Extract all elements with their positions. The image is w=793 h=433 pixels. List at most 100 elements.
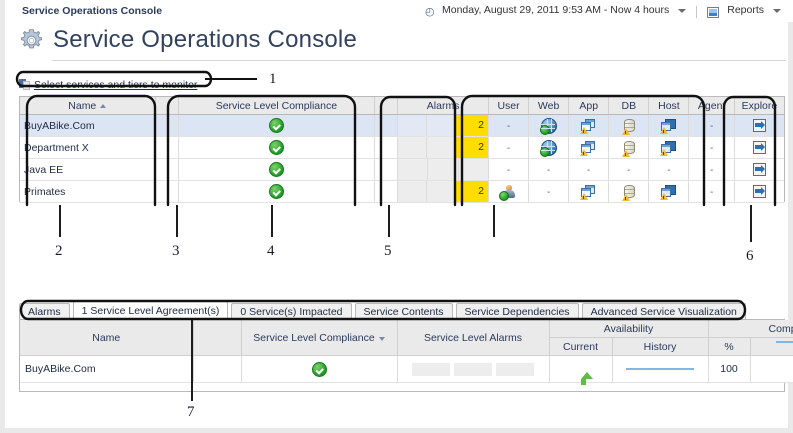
- host-icon[interactable]: [660, 119, 677, 134]
- col-header-name[interactable]: Name: [20, 97, 156, 115]
- alarm-cell[interactable]: [398, 181, 428, 202]
- col-header-web[interactable]: Web: [528, 97, 570, 115]
- cell-bottom-compliance[interactable]: [241, 355, 398, 383]
- alarm-cell[interactable]: [398, 159, 429, 180]
- cell-web[interactable]: [528, 114, 570, 137]
- tab-alarms[interactable]: Alarms: [19, 303, 70, 320]
- col-header-host[interactable]: Host: [648, 97, 690, 115]
- col-header-availability-history[interactable]: History: [612, 337, 709, 356]
- cell-bottom-service-name[interactable]: BuyABike.Com: [20, 355, 194, 383]
- tab-0-service-s-impacted[interactable]: 0 Service(s) Impacted: [231, 303, 352, 320]
- cell-db[interactable]: [608, 114, 650, 137]
- cell-db[interactable]: [608, 136, 650, 159]
- cell-web[interactable]: -: [528, 158, 570, 181]
- app-icon[interactable]: [580, 185, 596, 200]
- cell-user[interactable]: -: [488, 114, 530, 137]
- alarm-cell[interactable]: [458, 159, 488, 180]
- tab-advanced-service-visualization[interactable]: Advanced Service Visualization: [581, 303, 746, 320]
- host-icon[interactable]: [660, 141, 677, 156]
- cell-agent[interactable]: -: [688, 180, 735, 203]
- cell-user[interactable]: -: [488, 136, 530, 159]
- explore-icon[interactable]: [752, 163, 766, 176]
- cell-service-name[interactable]: Department X: [20, 136, 156, 159]
- cell-explore[interactable]: [734, 158, 784, 181]
- select-services-link[interactable]: Select services and tiers to monitor: [34, 79, 198, 91]
- col-header-user[interactable]: User: [488, 97, 530, 115]
- cell-app[interactable]: -: [568, 158, 610, 181]
- cell-agent[interactable]: -: [688, 136, 735, 159]
- globe-icon[interactable]: [539, 139, 557, 157]
- cell-explore[interactable]: [734, 180, 784, 203]
- sla-alarm-cell[interactable]: [454, 362, 492, 376]
- tab-service-contents[interactable]: Service Contents: [354, 303, 453, 320]
- alarm-cell[interactable]: [427, 181, 457, 202]
- alarm-cell[interactable]: [398, 115, 428, 136]
- table-row[interactable]: Primates 2 - -: [20, 180, 784, 203]
- timeframe-chevron-down-icon[interactable]: [678, 9, 687, 13]
- cell-explore[interactable]: [734, 136, 784, 159]
- cell-service-level-compliance[interactable]: [178, 136, 376, 159]
- reports-chevron-down-icon[interactable]: [773, 9, 781, 13]
- col-header-bottom-service-level-compliance[interactable]: Service Level Compliance: [241, 320, 398, 356]
- col-header-db[interactable]: DB: [608, 97, 650, 115]
- cell-service-level-compliance[interactable]: [178, 158, 376, 181]
- alarm-cell[interactable]: [427, 115, 457, 136]
- alarm-count-badge[interactable]: 2: [456, 115, 488, 136]
- user-icon[interactable]: [499, 184, 516, 201]
- reports-label[interactable]: Reports: [727, 4, 764, 16]
- col-header-app[interactable]: App: [568, 97, 610, 115]
- cell-app[interactable]: [568, 136, 610, 159]
- cell-web[interactable]: [528, 136, 570, 159]
- col-header-agent[interactable]: Agent: [688, 97, 735, 115]
- app-icon[interactable]: [580, 141, 596, 156]
- database-icon[interactable]: [621, 140, 635, 157]
- cell-service-name[interactable]: Java EE: [20, 158, 156, 181]
- col-header-availability-current[interactable]: Current: [549, 337, 613, 356]
- alarm-count-badge[interactable]: 2: [456, 137, 488, 158]
- cell-agent[interactable]: -: [688, 114, 735, 137]
- alarm-cell[interactable]: [398, 137, 428, 158]
- cell-explore[interactable]: [734, 114, 784, 137]
- cell-host[interactable]: [648, 180, 690, 203]
- cell-user[interactable]: -: [488, 158, 530, 181]
- globe-icon[interactable]: [539, 117, 557, 135]
- cell-web[interactable]: -: [528, 180, 570, 203]
- app-icon[interactable]: [580, 119, 596, 134]
- cell-service-level-compliance[interactable]: [178, 114, 376, 137]
- cell-availability-history[interactable]: [612, 355, 709, 383]
- cell-host[interactable]: [648, 114, 690, 137]
- cell-db[interactable]: -: [608, 158, 650, 181]
- cell-compliance-history[interactable]: [750, 355, 793, 383]
- cell-service-level-compliance[interactable]: [178, 180, 376, 203]
- col-header-service-level-compliance[interactable]: Service Level Compliance: [178, 97, 376, 115]
- database-icon[interactable]: [621, 118, 635, 135]
- table-row[interactable]: Java EE------: [20, 158, 784, 181]
- alarm-count-badge[interactable]: 2: [456, 181, 488, 202]
- cell-host[interactable]: [648, 136, 690, 159]
- cell-app[interactable]: [568, 180, 610, 203]
- explore-icon[interactable]: [752, 141, 766, 154]
- cell-db[interactable]: [608, 180, 650, 203]
- cell-availability-current[interactable]: [549, 355, 613, 385]
- cell-host[interactable]: -: [648, 158, 690, 181]
- explore-icon[interactable]: [752, 185, 766, 198]
- sla-alarm-cell[interactable]: [412, 362, 450, 376]
- col-header-compliance-percent[interactable]: %: [708, 337, 751, 356]
- cell-agent[interactable]: -: [688, 158, 735, 181]
- select-services-row[interactable]: Select services and tiers to monitor: [19, 78, 197, 92]
- col-header-alarms[interactable]: Alarms: [397, 97, 489, 115]
- tab-1-service-level-agreement-s[interactable]: 1 Service Level Agreement(s): [72, 301, 229, 320]
- database-icon[interactable]: [621, 184, 635, 201]
- explore-icon[interactable]: [752, 119, 766, 132]
- cell-user[interactable]: [488, 180, 530, 203]
- col-header-service-level-alarms[interactable]: Service Level Alarms: [397, 320, 550, 356]
- cell-app[interactable]: [568, 114, 610, 137]
- host-icon[interactable]: [660, 185, 677, 200]
- sla-alarm-cell[interactable]: [496, 362, 534, 376]
- alarm-cell[interactable]: [428, 159, 459, 180]
- col-header-bottom-name[interactable]: Name: [20, 320, 194, 356]
- cell-service-name[interactable]: Primates: [20, 180, 156, 203]
